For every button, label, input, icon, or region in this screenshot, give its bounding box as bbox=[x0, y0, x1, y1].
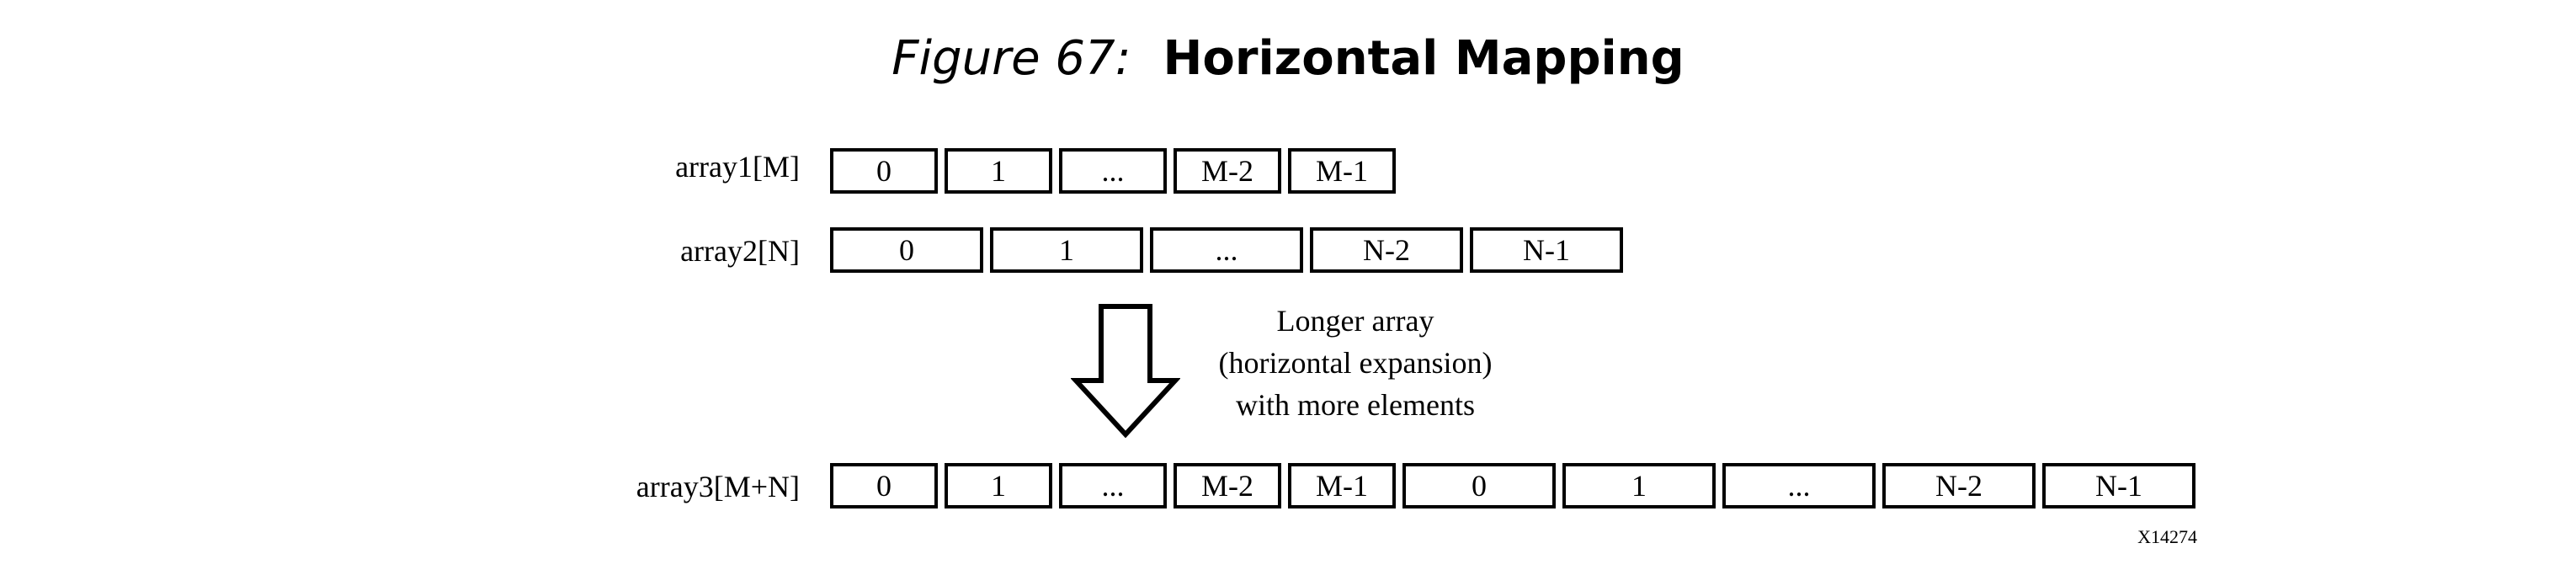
figure-number: Figure 67: bbox=[891, 31, 1131, 86]
array2-cell: 0 bbox=[830, 227, 983, 273]
expansion-note-line: (horizontal expansion) bbox=[1218, 346, 1493, 380]
array2-cell: N-2 bbox=[1310, 227, 1463, 273]
array2-cell: 1 bbox=[990, 227, 1143, 273]
figure-caption: Figure 67: Horizontal Mapping bbox=[0, 25, 2576, 93]
array2-label: array2[N] bbox=[680, 234, 800, 268]
array3-cell: M-2 bbox=[1174, 463, 1281, 508]
array1-cell: M-1 bbox=[1288, 148, 1396, 194]
figure-id-code: X14274 bbox=[2137, 526, 2197, 547]
expansion-note-line: Longer array bbox=[1276, 304, 1434, 338]
array3-cell: ... bbox=[1059, 463, 1167, 508]
array3-cell: N-1 bbox=[2042, 463, 2195, 508]
array1-label: array1[M] bbox=[675, 150, 800, 184]
expansion-note: Longer array (horizontal expansion) with… bbox=[1179, 300, 1532, 426]
array2-cell: ... bbox=[1150, 227, 1303, 273]
array3-cell: 1 bbox=[945, 463, 1052, 508]
array3-cell: M-1 bbox=[1288, 463, 1396, 508]
array3-cell: ... bbox=[1722, 463, 1876, 508]
array3-cell: 1 bbox=[1562, 463, 1716, 508]
array2-cell: N-1 bbox=[1470, 227, 1623, 273]
array1-cell: ... bbox=[1059, 148, 1167, 194]
array3-cell: 0 bbox=[1402, 463, 1556, 508]
array1-cell: M-2 bbox=[1174, 148, 1281, 194]
array3-cell: N-2 bbox=[1882, 463, 2036, 508]
array3-label: array3[M+N] bbox=[636, 470, 800, 503]
array1-cell: 0 bbox=[830, 148, 938, 194]
array1-cell: 1 bbox=[945, 148, 1052, 194]
expansion-note-line: with more elements bbox=[1236, 388, 1475, 422]
down-arrow-icon bbox=[1071, 304, 1180, 438]
array3-cell: 0 bbox=[830, 463, 938, 508]
figure-title: Horizontal Mapping bbox=[1163, 31, 1685, 86]
